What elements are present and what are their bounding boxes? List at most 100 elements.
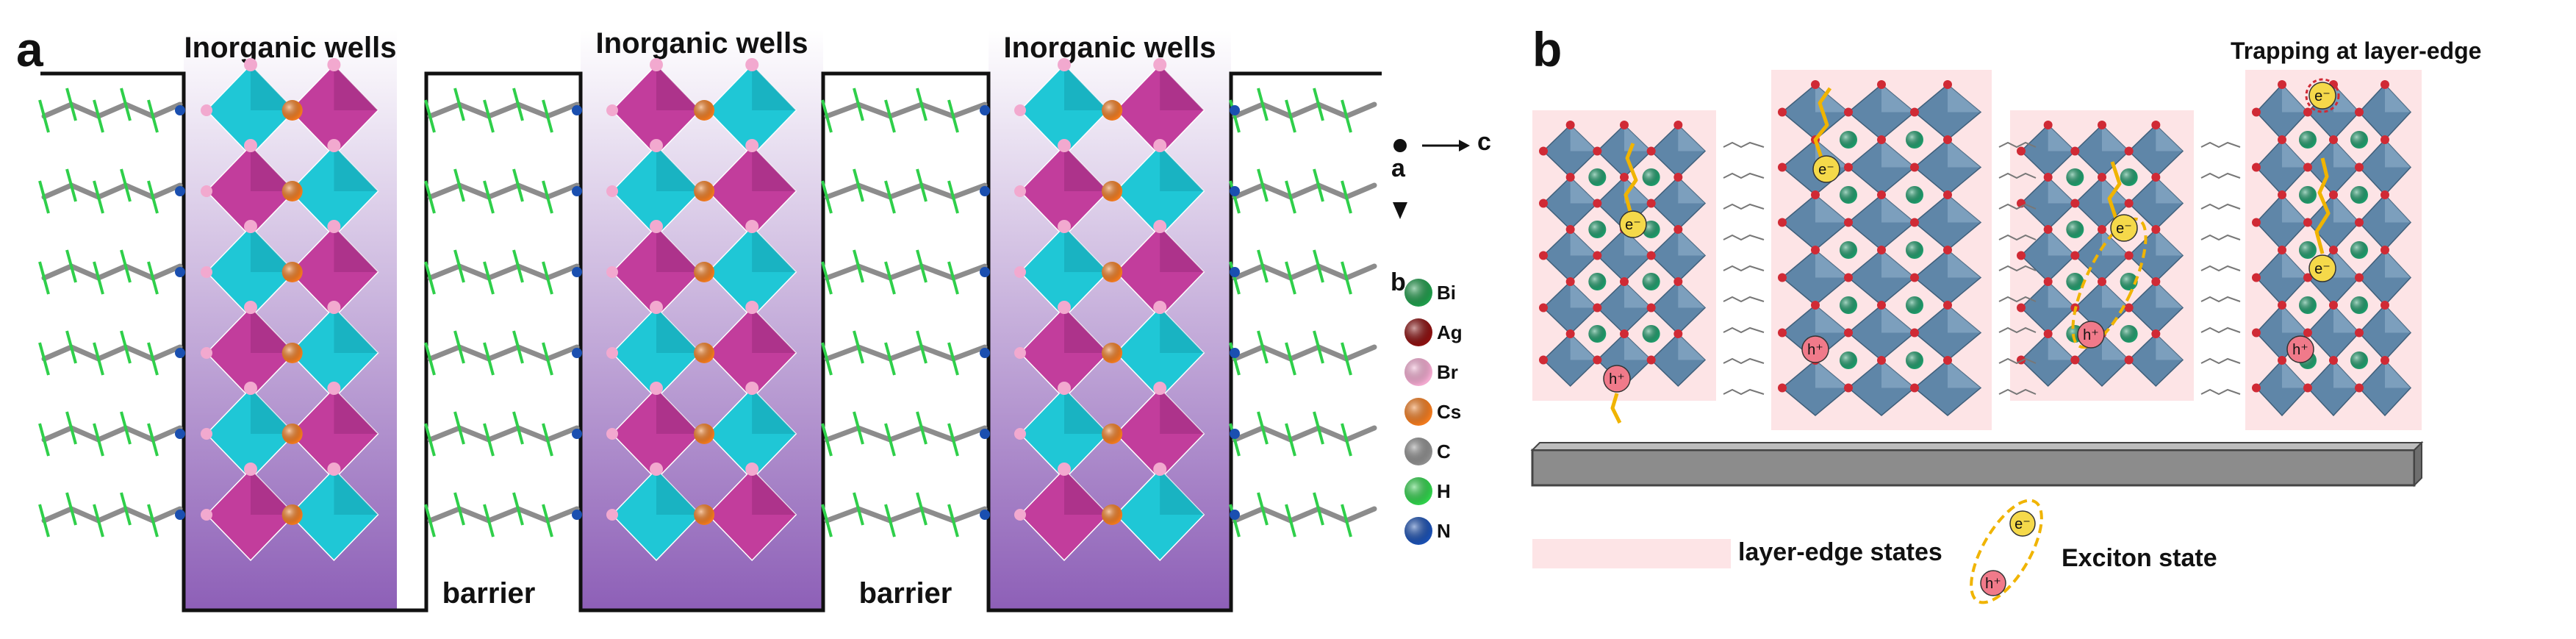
n-atom (175, 348, 185, 358)
h-bond (453, 492, 461, 510)
slab-halide-atom (2124, 251, 2134, 260)
h-bond (821, 342, 828, 360)
h-bond (546, 196, 553, 214)
c-bond (68, 344, 101, 362)
h-bond (1257, 492, 1264, 510)
h-bond (1233, 439, 1241, 457)
n-atom (175, 267, 185, 277)
slab-halide-atom (2303, 383, 2312, 393)
slab-halide-atom (1620, 173, 1629, 182)
spacer-chain (1998, 326, 2037, 334)
slab-halide-atom (2098, 173, 2106, 182)
slab-halide-atom (2381, 301, 2389, 310)
h-bond (93, 504, 100, 521)
c-bond (919, 425, 956, 443)
h-bond (1289, 520, 1296, 538)
br-atom (327, 139, 341, 152)
octahedron-facet (251, 226, 295, 272)
slab-halide-atom (1811, 301, 1820, 310)
h-bond (97, 196, 104, 214)
br-atom (606, 347, 618, 359)
h-bond (428, 520, 436, 538)
slab-cation-shine (1588, 325, 1607, 343)
slab-octahedron-facet (1948, 305, 1981, 333)
slab-cation-shine (2299, 186, 2317, 204)
spacer-chain (1998, 265, 2037, 272)
br-atom (1058, 220, 1071, 233)
c-bond (1260, 182, 1294, 200)
h-bond (453, 330, 461, 348)
slab-octahedron-facet (1815, 305, 1848, 333)
h-bond (453, 411, 461, 429)
h-bond (857, 346, 864, 364)
h-bond (65, 249, 73, 267)
slab-octahedron-facet (1948, 140, 1981, 168)
h-bond (1341, 99, 1348, 117)
slab-octahedron-facet (2282, 140, 2308, 168)
h-bond (428, 358, 436, 376)
slab-halide-atom (2278, 246, 2286, 254)
c-bond (486, 182, 521, 200)
slab-cation-shine (1840, 186, 1857, 204)
n-atom (980, 105, 990, 115)
h-bond (546, 277, 553, 295)
slab-octahedron-facet (1678, 282, 1705, 308)
c-bond (545, 506, 580, 524)
h-bond (1289, 277, 1296, 295)
spacer-chain (1723, 172, 1765, 179)
electron-path-3 (2107, 161, 2122, 221)
slab-halide-atom (2252, 328, 2261, 338)
legend-ball-shine (1404, 318, 1432, 346)
hole-1-symbol: h⁺ (1609, 371, 1625, 388)
cs-atom-shine (1102, 100, 1123, 121)
h-bond (428, 115, 436, 133)
c-bond (919, 344, 956, 362)
panel-b: b Trapping at layer-edge e⁻h⁺e⁻h⁺e⁻h⁺e⁻e… (1530, 22, 2481, 604)
h-bond (1285, 342, 1292, 360)
h-bond (916, 411, 923, 429)
c-bond (123, 425, 156, 443)
c-bond (427, 182, 462, 200)
br-atom (201, 509, 212, 521)
h-bond (93, 180, 100, 198)
slab-halide-atom (2043, 277, 2053, 286)
h-bond (487, 196, 495, 214)
slab-octahedron-facet (1881, 360, 1915, 388)
octahedron-facet (334, 146, 378, 191)
slab-halide-atom (2098, 277, 2106, 286)
c-bond (96, 101, 129, 119)
c-bond (950, 101, 988, 119)
spacer-chain (2200, 141, 2241, 149)
br-atom (650, 382, 663, 395)
slab-halide-atom (1593, 199, 1602, 208)
potential-profile-line (40, 71, 1382, 613)
octahedron-facet (656, 226, 700, 272)
h-bond (821, 180, 828, 198)
legend-cs-label: Cs (1437, 401, 1461, 423)
h-bond (70, 508, 77, 526)
c-bond (96, 506, 129, 524)
h-bond (1341, 504, 1348, 521)
c-bond (41, 101, 74, 119)
c-bond (1343, 344, 1377, 362)
c-bond (887, 425, 925, 443)
h-bond (952, 358, 959, 376)
electron-trapped-symbol: e⁻ (2314, 88, 2331, 104)
h-bond (1345, 196, 1352, 214)
h-bond (542, 423, 549, 440)
trapping-title: Trapping at layer-edge (2231, 38, 2481, 64)
slab-halide-atom (2355, 218, 2364, 227)
c-bond (1316, 506, 1349, 524)
slab-halide-atom (1565, 173, 1575, 182)
c-bond (41, 506, 74, 524)
c-bond (96, 182, 129, 200)
h-bond (65, 411, 73, 429)
h-bond (151, 196, 159, 214)
h-bond (458, 346, 465, 364)
br-atom (327, 301, 341, 314)
slab-octahedron-facet (2385, 140, 2411, 168)
n-atom (572, 510, 582, 520)
c-bond (887, 263, 925, 281)
c-bond (1288, 101, 1321, 119)
h-bond (43, 277, 50, 295)
